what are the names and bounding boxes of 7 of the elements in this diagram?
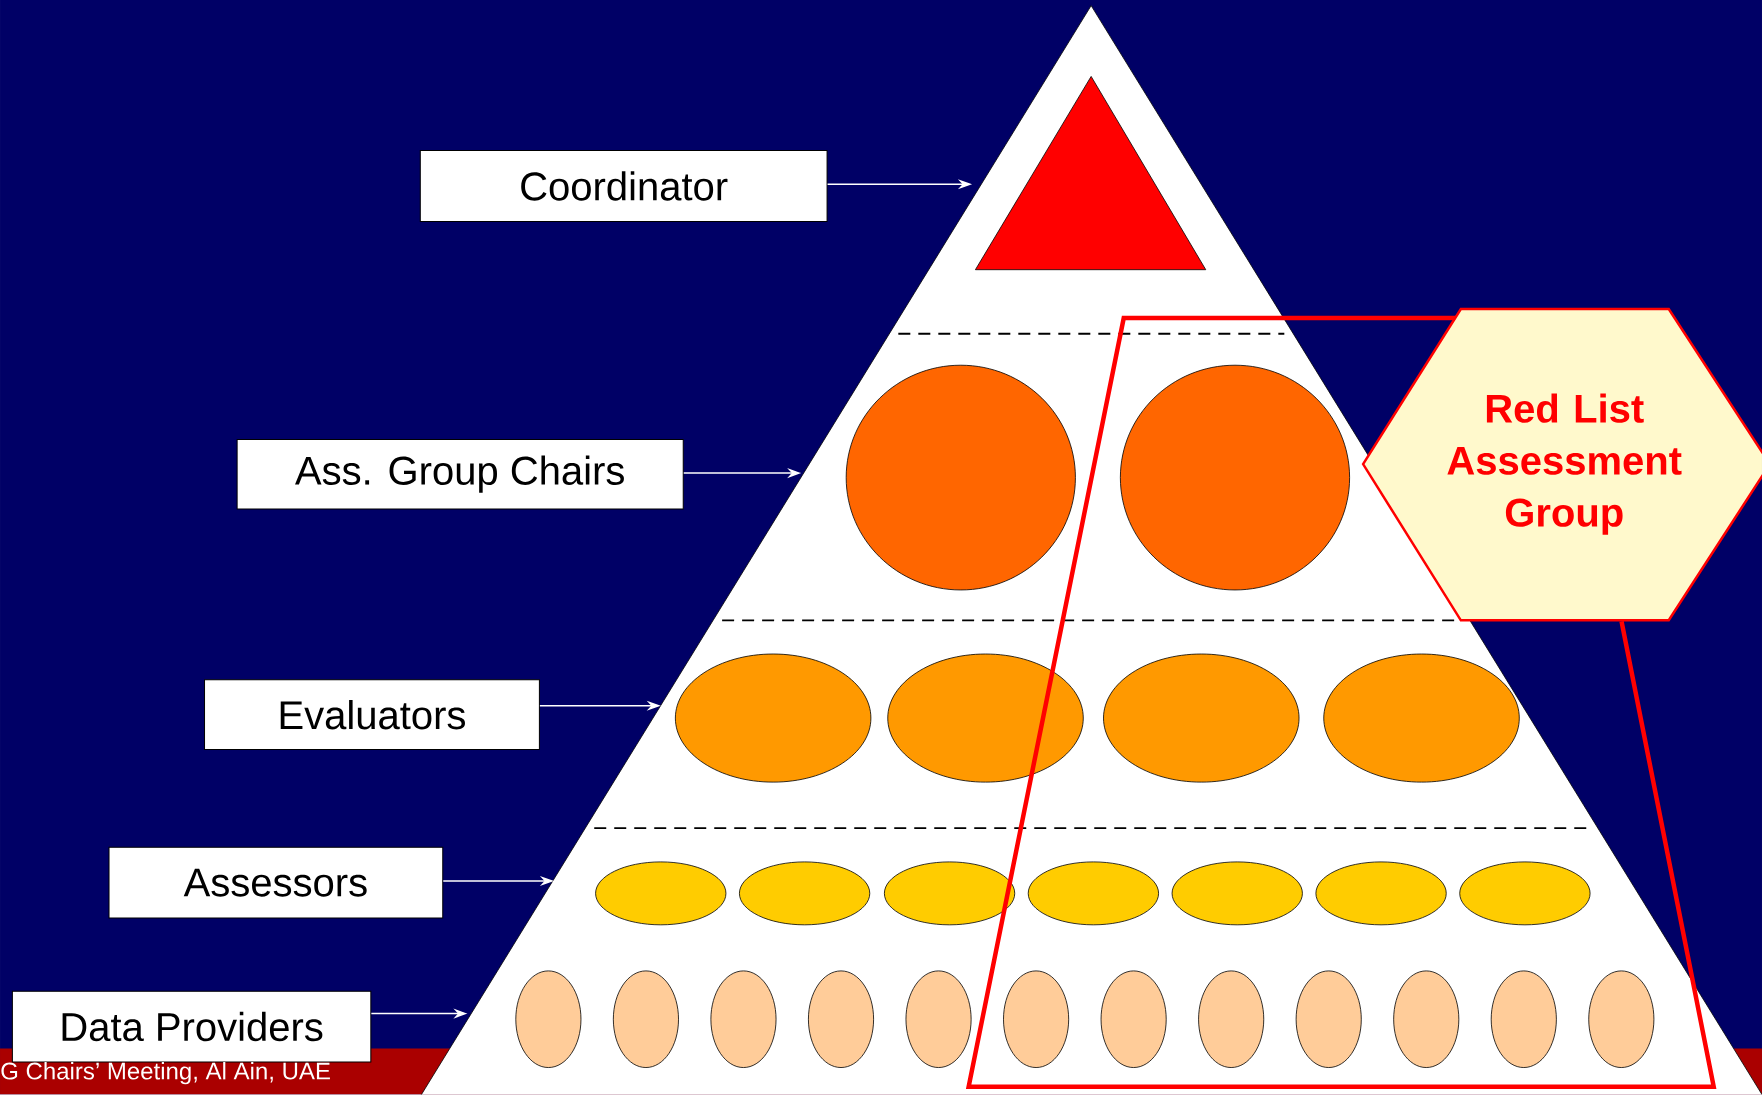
label-box: Evaluators: [204, 679, 540, 751]
label-box: Assessors: [108, 847, 444, 919]
label-box: Ass. Group Chairs: [236, 439, 684, 510]
label-box: Data Providers: [11, 990, 372, 1063]
hexagon: Red List Assessment Group: [1361, 308, 1762, 622]
footer-text: G Chairs’ Meeting, Al Ain, UAE: [1, 1062, 330, 1085]
label-box: Coordinator: [419, 150, 828, 223]
